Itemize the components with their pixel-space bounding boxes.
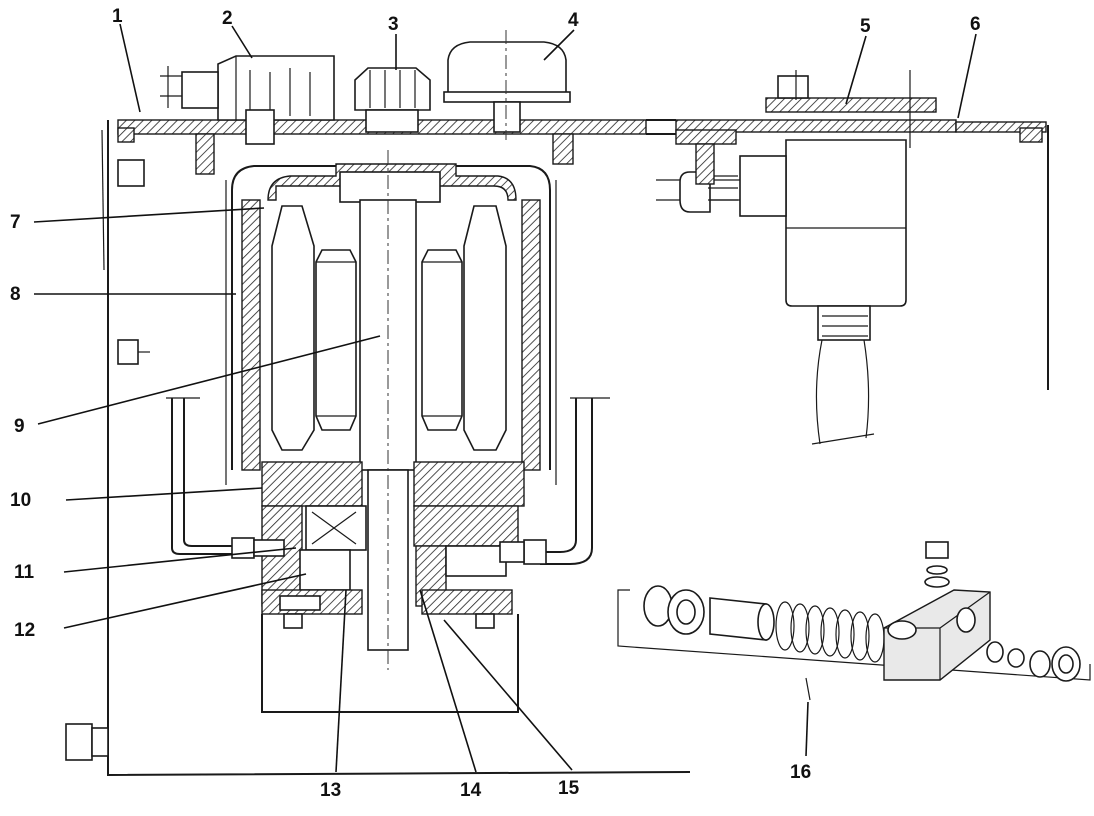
callout-labels: 1 2 3 4 5 6 7 8 9 10 11 12 13 14 15 16 <box>10 6 981 801</box>
motor-housing <box>225 163 557 485</box>
callout-10: 10 <box>10 490 31 511</box>
callout-13: 13 <box>320 780 341 801</box>
filler-breather-cap <box>443 30 571 140</box>
motor-shaft <box>359 150 417 670</box>
callout-15: 15 <box>558 778 580 799</box>
relief-valve-exploded <box>617 541 1091 701</box>
leader-lines <box>33 23 977 773</box>
tank-outline <box>101 120 1049 777</box>
callout-2: 2 <box>222 8 233 29</box>
callout-11: 11 <box>14 562 35 583</box>
callout-5: 5 <box>860 16 871 37</box>
callout-14: 14 <box>460 780 482 801</box>
callout-4: 4 <box>568 10 579 31</box>
drain-plugs <box>65 159 150 761</box>
terminal-box <box>160 55 335 145</box>
callout-3: 3 <box>388 14 399 35</box>
filter-unit <box>656 70 937 445</box>
motor-stator-windings <box>271 205 507 451</box>
pump-body <box>261 461 525 713</box>
callout-8: 8 <box>10 284 21 305</box>
cap-nut <box>354 67 431 133</box>
callout-9: 9 <box>14 416 25 437</box>
callout-1: 1 <box>112 6 123 27</box>
callout-6: 6 <box>970 14 981 35</box>
callout-7: 7 <box>10 212 21 233</box>
callout-12: 12 <box>14 620 35 641</box>
callout-16: 16 <box>790 762 811 783</box>
